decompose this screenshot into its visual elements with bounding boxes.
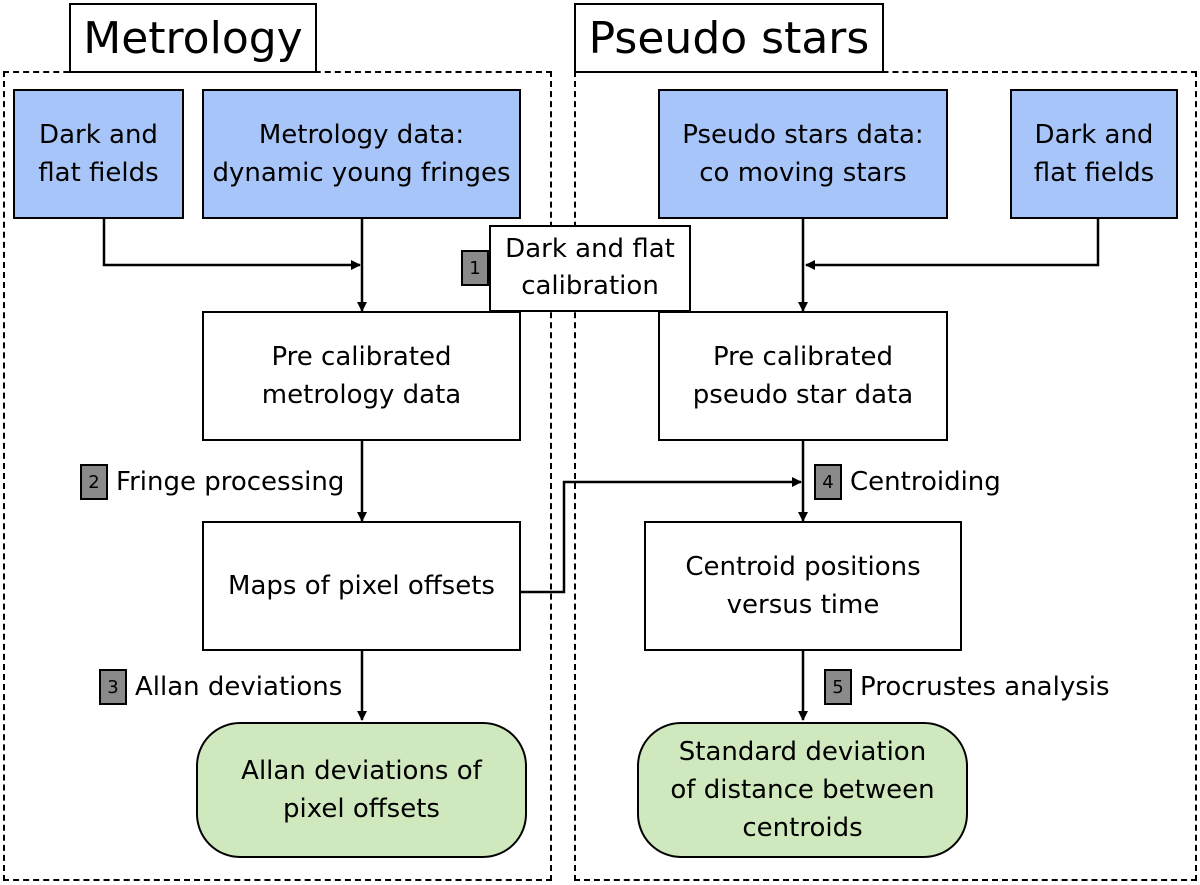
pseudo-dark-flat-label: Dark and flat fields [1033, 120, 1155, 188]
pseudo-precalibrated-box: Pre calibrated pseudo star data [658, 311, 948, 441]
arrow-darkflat-to-pseudo [805, 218, 1100, 270]
step-3-label: Allan deviations [135, 672, 343, 702]
arrow-maps-to-centroiding [521, 477, 802, 594]
std-deviation-result-box: Standard deviation of distance between c… [637, 722, 968, 858]
metrology-dark-flat-label: Dark and flat fields [38, 120, 159, 188]
centroid-positions-box: Centroid positions versus time [644, 521, 962, 651]
arrow-darkflat-to-metrology [102, 218, 361, 270]
step-1-badge: 1 [461, 250, 489, 286]
step-5-badge: 5 [824, 669, 852, 705]
maps-pixel-offsets-box: Maps of pixel offsets [202, 521, 521, 651]
pseudo-stars-data-box: Pseudo stars data: co moving stars [658, 89, 948, 219]
step-2-label: Fringe processing [116, 467, 345, 497]
step-4-label: Centroiding [850, 467, 1001, 497]
pseudo-stars-title: Pseudo stars [574, 3, 884, 73]
metrology-dark-flat-box: Dark and flat fields [13, 89, 184, 219]
step-3: 3 Allan deviations [99, 669, 342, 705]
step-1: 1 Dark and flat calibration [461, 224, 691, 312]
allan-deviations-result-box: Allan deviations of pixel offsets [196, 722, 527, 858]
pseudo-stars-panel [574, 71, 1197, 881]
step-5-label: Procrustes analysis [860, 672, 1110, 702]
std-deviation-result-label: Standard deviation of distance between c… [670, 737, 935, 843]
step-2: 2 Fringe processing [80, 464, 344, 500]
pseudo-dark-flat-box: Dark and flat fields [1010, 89, 1178, 219]
step-1-label: Dark and flat calibration [489, 224, 691, 312]
metrology-title: Metrology [69, 3, 317, 73]
metrology-data-box: Metrology data: dynamic young fringes [202, 89, 521, 219]
maps-pixel-offsets-label: Maps of pixel offsets [228, 571, 495, 601]
metrology-precalibrated-label: Pre calibrated metrology data [261, 342, 462, 410]
step-3-badge: 3 [99, 669, 127, 705]
step-4-badge: 4 [814, 464, 842, 500]
pseudo-precalibrated-label: Pre calibrated pseudo star data [692, 342, 914, 410]
step-2-badge: 2 [80, 464, 108, 500]
pseudo-stars-data-label: Pseudo stars data: co moving stars [682, 120, 924, 188]
allan-deviations-result-label: Allan deviations of pixel offsets [241, 756, 482, 824]
metrology-data-label: Metrology data: dynamic young fringes [212, 120, 511, 188]
metrology-precalibrated-box: Pre calibrated metrology data [202, 311, 521, 441]
step-5: 5 Procrustes analysis [824, 669, 1110, 705]
centroid-positions-label: Centroid positions versus time [685, 552, 921, 620]
step-4: 4 Centroiding [814, 464, 1001, 500]
